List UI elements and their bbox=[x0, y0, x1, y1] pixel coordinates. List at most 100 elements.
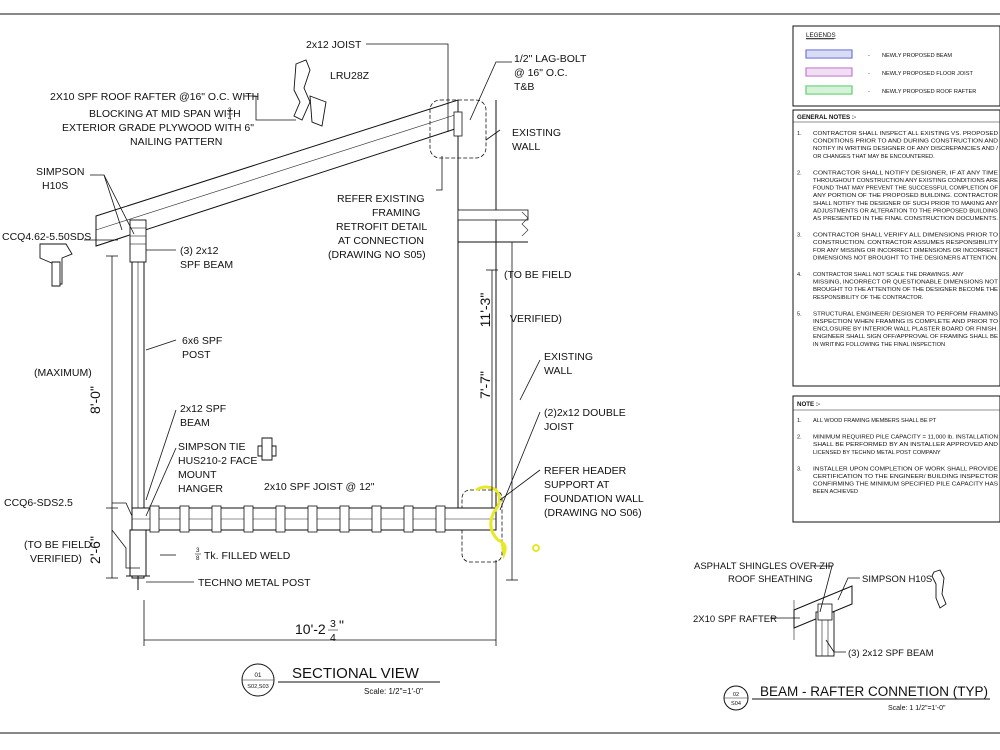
note-line: CONTRACTOR SHALL NOT SCALE THE DRAWINGS.… bbox=[813, 272, 964, 278]
label-2x12-joist: 2x12 JOIST bbox=[306, 39, 362, 51]
note-line: IN WRITING FOLLOWING THE FINAL INSPECTIO… bbox=[813, 342, 945, 348]
note-line: SHALL NOTIFY THE DESIGNER OF SUCH PRIOR … bbox=[813, 201, 998, 207]
label-refer-header-2: SUPPORT AT bbox=[544, 479, 610, 491]
label-simpson-tie-3: MOUNT bbox=[178, 469, 217, 481]
label-refer-existing-5: (DRAWING NO S05) bbox=[328, 249, 426, 261]
label-existing-wall-top-1: EXISTING bbox=[512, 127, 561, 139]
note-line: MISSING, INCORRECT OR QUESTIONABLE DIMEN… bbox=[813, 280, 999, 286]
label-ccq-top: CCQ4.62-5.50SDS bbox=[2, 231, 91, 243]
detail-sheet: S04 bbox=[731, 701, 741, 707]
existing-wall bbox=[429, 99, 529, 563]
label-joist-spf: 2x10 SPF JOIST @ 12" bbox=[264, 481, 375, 493]
note-line: CERTIFICATION TO THE ENGINEER/ BUILDING … bbox=[813, 474, 998, 480]
rafter-fraction-den: 4 bbox=[228, 115, 232, 122]
label-existing-wall-mid-1: EXISTING bbox=[544, 351, 593, 363]
label-maximum: (MAXIMUM) bbox=[34, 367, 92, 379]
legend-dash: - bbox=[868, 89, 870, 95]
note-line: FOR ANY MISSING OR INCORRECT DIMENSIONS … bbox=[813, 248, 999, 254]
title-block-sheets: S02,S03 bbox=[247, 684, 268, 690]
note-line: NOTIFY IN WRITING DESIGNER OF ANY DISCRE… bbox=[813, 146, 998, 152]
rafter-fraction-num: 3 bbox=[228, 107, 232, 114]
hus-hanger-icon bbox=[257, 437, 277, 461]
label-post-6x6-1: 6x6 SPF bbox=[182, 335, 222, 347]
label-lru28z: LRU28Z bbox=[330, 70, 370, 82]
legend-label-beam: NEWLY PROPOSED BEAM bbox=[882, 53, 952, 59]
note-line: MINIMUM REQUIRED PILE CAPACITY = 11,000 … bbox=[813, 435, 998, 441]
detail-number: 02 bbox=[733, 692, 739, 698]
detail-label-simpson: SIMPSON H10S bbox=[862, 574, 932, 585]
techno-metal-post bbox=[126, 529, 150, 590]
note-line: ENGINEER SHALL SIGN OFF/APPROVAL OF FRAM… bbox=[813, 334, 998, 340]
leader-lines bbox=[84, 43, 541, 583]
label-techno-post: TECHNO METAL POST bbox=[198, 577, 311, 589]
label-simpson-h10s-2: H10S bbox=[42, 180, 68, 192]
note-panel: NOTE :- 1. ALL WOOD FRAMING MEMBERS SHALL… bbox=[792, 395, 1000, 523]
label-rafter-1: 2X10 SPF ROOF RAFTER @16" O.C. WITH bbox=[50, 91, 259, 103]
dim-width-fraction-den: 4 bbox=[330, 632, 336, 644]
note-number: 3. bbox=[797, 233, 802, 239]
dim-height-2: 2'-6" bbox=[87, 536, 103, 564]
note-number: 5. bbox=[797, 311, 802, 317]
spf-post-6x6 bbox=[129, 219, 147, 579]
note-number: 2. bbox=[797, 435, 802, 441]
detail-label-shingles-1: ASPHALT SHINGLES OVER ZIP bbox=[694, 561, 834, 572]
note-line: CONTRACTOR SHALL INSPECT ALL EXISTING VS… bbox=[813, 131, 998, 137]
note-line: RESPONSIBILITY OF THE CONTRACTOR. bbox=[813, 295, 924, 301]
label-refer-existing-1: REFER EXISTING bbox=[337, 193, 425, 205]
label-existing-wall-top-2: WALL bbox=[512, 141, 540, 153]
label-spf-beam-1: (3) 2x12 bbox=[180, 245, 219, 257]
label-field-verified-left-1: (TO BE FIELD bbox=[24, 539, 92, 551]
note-line: AS PRESENTED IN THE FINAL CONSTRUCTION D… bbox=[813, 216, 998, 222]
note-line: BROUGHT TO THE ATTENTION OF THE DESIGNER… bbox=[813, 287, 998, 293]
dimension-lines bbox=[106, 242, 518, 646]
detail-scale: Scale: 1 1/2"=1'-0" bbox=[888, 705, 946, 712]
general-notes-title: GENERAL NOTES :- bbox=[797, 114, 856, 121]
weld-fraction-den: 8 bbox=[196, 555, 200, 562]
note-line: ENCLOSURE BY INTERIOR WALL PLASTER BOARD… bbox=[813, 327, 998, 333]
note-line: CONTRACTOR SHALL NOTIFY DESIGNER, IF AT … bbox=[813, 170, 998, 176]
note-line: STRUCTURAL ENGINEER/ DESIGNER TO PERFORM… bbox=[813, 311, 998, 317]
label-rafter-4: NAILING PATTERN bbox=[130, 136, 222, 148]
dim-height-7: 7'-7" bbox=[477, 371, 493, 399]
label-field-verified-right-1: (TO BE FIELD bbox=[504, 269, 572, 281]
note-line: SHALL BE PERFORMED BY AN INSTALLER APPRO… bbox=[813, 442, 998, 448]
note-number: 1. bbox=[797, 131, 802, 137]
lru28z-hanger-icon bbox=[293, 59, 327, 127]
detail-label-beam: (3) 2x12 SPF BEAM bbox=[848, 648, 934, 659]
label-spf-beam-2: SPF BEAM bbox=[180, 259, 233, 271]
sectional-view-title-block: 01 S02,S03 SECTIONAL VIEW Scale: 1/2"=1'… bbox=[241, 663, 440, 697]
label-rafter-3: EXTERIOR GRADE PLYWOOD WITH 6" bbox=[62, 122, 254, 134]
note-line: CONTRACTOR SHALL VERIFY ALL DIMENSIONS P… bbox=[813, 233, 999, 239]
title-block-number: 01 bbox=[255, 672, 262, 679]
label-lag-bolt-2: @ 16" O.C. bbox=[514, 67, 567, 79]
label-double-joist-2: JOIST bbox=[544, 421, 574, 433]
note-number: 2. bbox=[797, 170, 802, 176]
label-lag-bolt-1: 1/2" LAG-BOLT bbox=[514, 53, 587, 65]
sectional-view-title: SECTIONAL VIEW bbox=[292, 665, 420, 682]
legend-dash: - bbox=[868, 53, 870, 59]
note-title: NOTE :- bbox=[797, 401, 820, 408]
label-rafter-2: BLOCKING AT MID SPAN WITH bbox=[89, 108, 241, 120]
note-line: OR CHANGES THAT MAY BE ENCOUNTERED. bbox=[813, 154, 935, 160]
dim-width-tail: " bbox=[339, 617, 344, 633]
label-refer-existing-3: RETROFIT DETAIL bbox=[336, 221, 427, 233]
label-simpson-tie-4: HANGER bbox=[178, 483, 223, 495]
simpson-h10s-connector-icon bbox=[39, 243, 73, 287]
note-line: INSTALLER UPON COMPLETION OF WORK SHALL … bbox=[813, 466, 998, 472]
label-field-verified-right-2: VERIFIED) bbox=[510, 313, 562, 325]
label-refer-existing-2: FRAMING bbox=[372, 207, 420, 219]
note-line: CONSTRUCTION. CONTRACTOR ASSUMES RESPONS… bbox=[813, 240, 998, 246]
dim-height-11: 11'-3" bbox=[477, 293, 493, 328]
note-number: 4. bbox=[797, 272, 802, 278]
legend-item-rafter: - NEWLY PROPOSED ROOF RAFTER bbox=[805, 85, 976, 95]
label-beam-2x12-1: 2x12 SPF bbox=[180, 403, 226, 415]
note-number: 1. bbox=[797, 418, 802, 424]
note-line: CONFIRMING THE MINIMUM SPECIFIED PILE CA… bbox=[813, 482, 998, 488]
label-refer-header-3: FOUNDATION WALL bbox=[544, 493, 644, 505]
legend-panel: LEGENDS - NEWLY PROPOSED BEAM - NEWLY PR… bbox=[792, 25, 1000, 107]
label-refer-existing-4: AT CONNECTION bbox=[338, 235, 424, 247]
legend-label-rafter: NEWLY PROPOSED ROOF RAFTER bbox=[882, 89, 976, 95]
note-line: ALL WOOD FRAMING MEMBERS SHALL BE PT bbox=[813, 418, 937, 424]
note-line: INSPECTION WHEN FRAMING IS COMPLETE AND … bbox=[813, 319, 999, 325]
dim-width: 10'-2 bbox=[295, 621, 326, 637]
